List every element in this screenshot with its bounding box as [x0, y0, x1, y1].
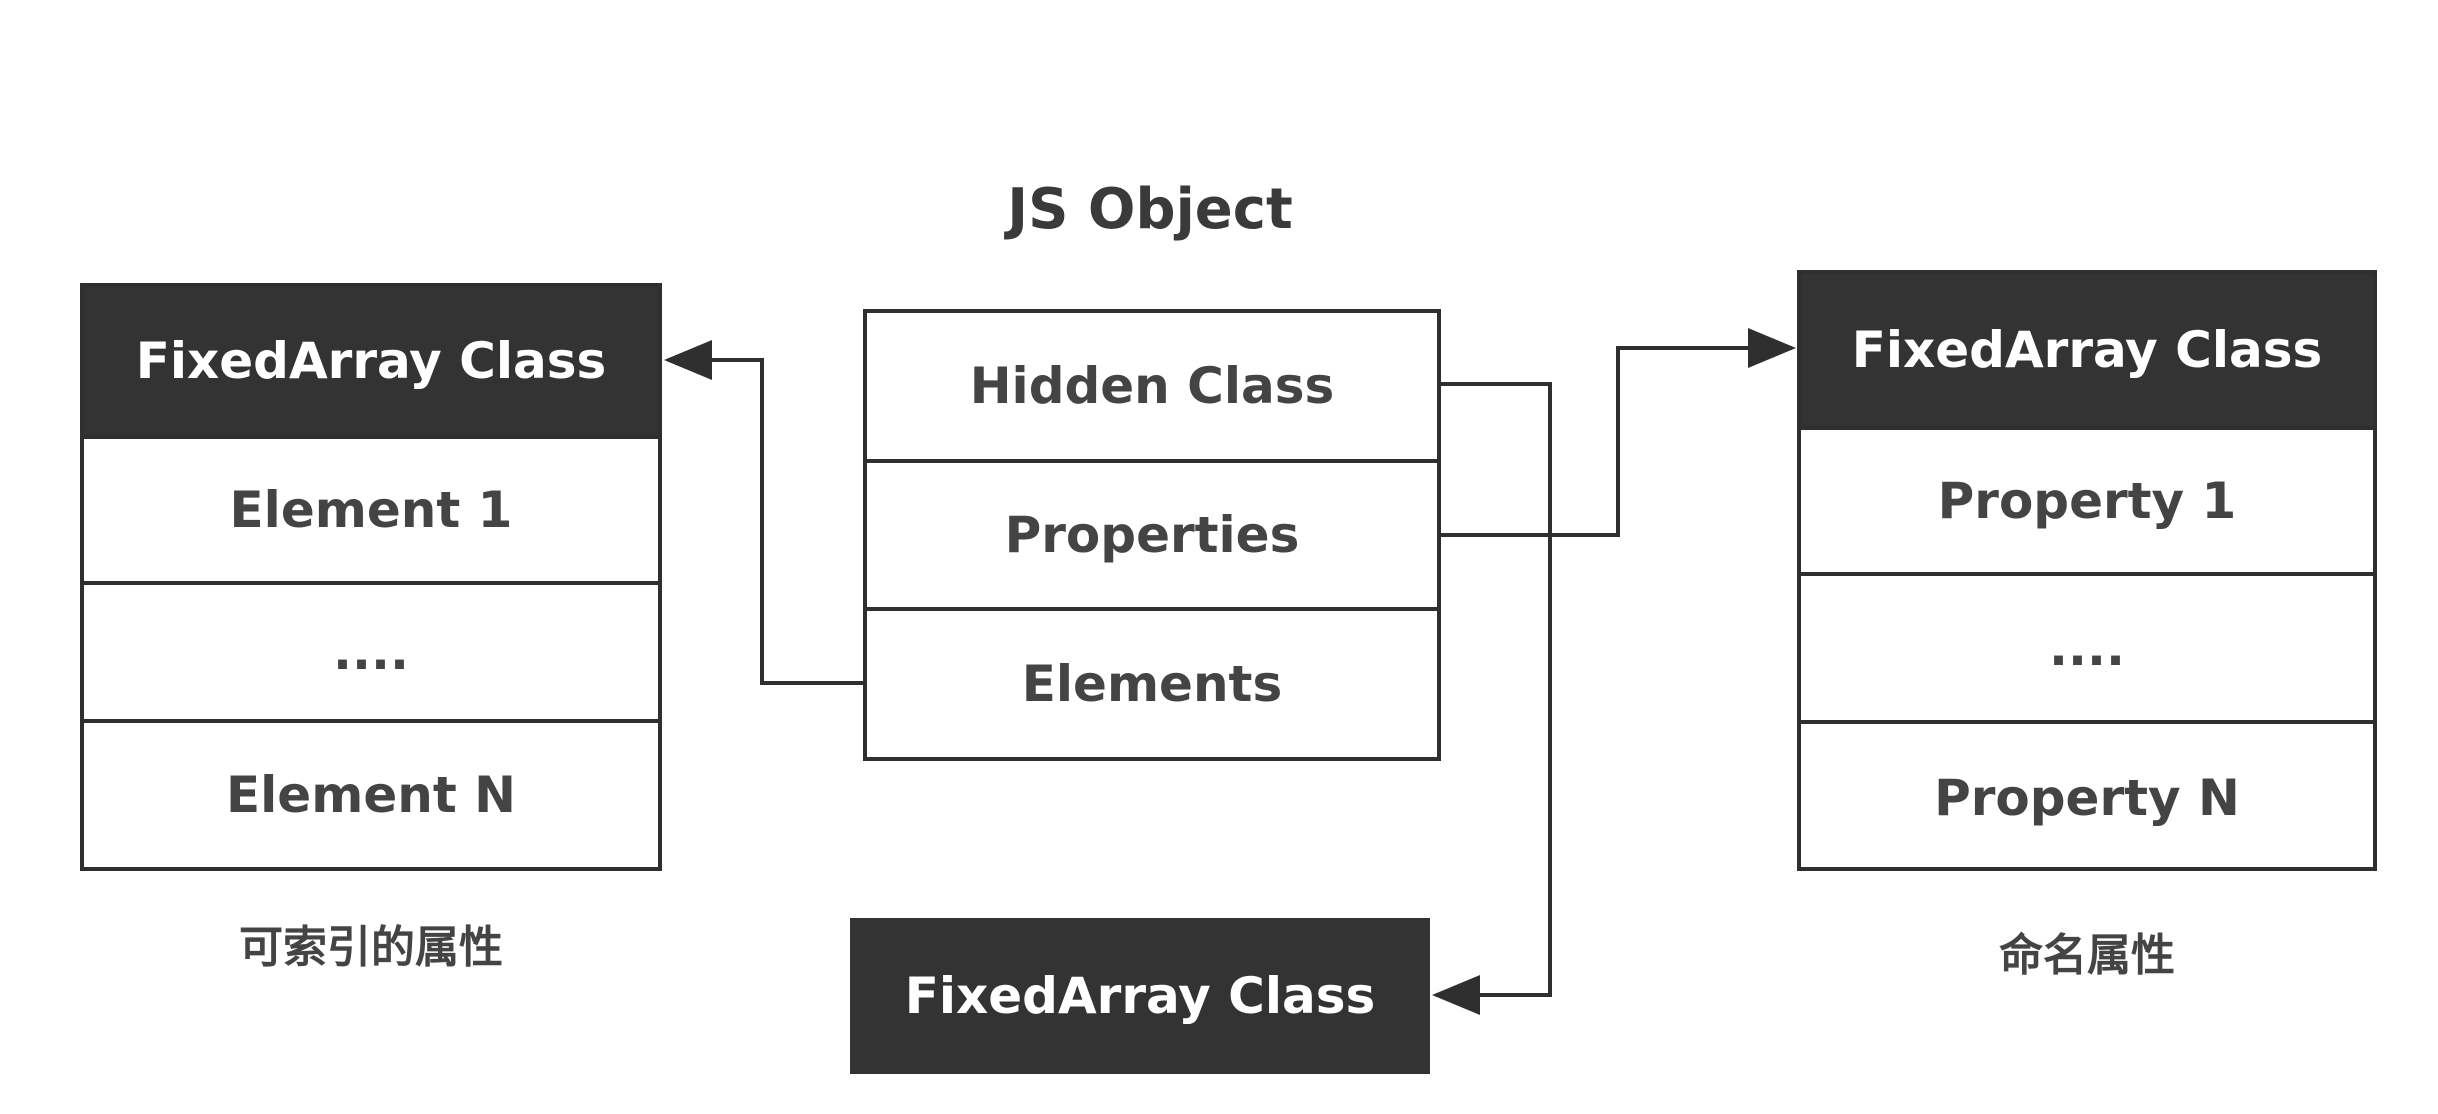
hidden-class-arrow [1432, 382, 1552, 1015]
elements-ellipsis-row: .... [84, 585, 658, 723]
diagram-title: JS Object [1007, 177, 1293, 242]
properties-caption: 命名属性 [1999, 930, 2175, 981]
elements-fixedarray-header: FixedArray Class [84, 287, 658, 439]
element-1-row: Element 1 [84, 439, 658, 585]
properties-fixedarray-header: FixedArray Class [1801, 274, 2373, 430]
property-n-row: Property N [1934, 768, 2240, 827]
properties-fixedarray: FixedArray Class Property 1 .... Propert… [1797, 270, 2377, 871]
properties-arrow [1441, 328, 1796, 537]
hidden-class-row: Hidden Class [867, 313, 1437, 463]
hidden-class-fixedarray: FixedArray Class [850, 918, 1430, 1074]
elements-row: Elements [1021, 655, 1283, 713]
element-n-row: Element N [226, 766, 516, 824]
property-1-row: Property 1 [1801, 430, 2373, 576]
elements-arrow [664, 340, 863, 685]
elements-fixedarray: FixedArray Class Element 1 .... Element … [80, 283, 662, 871]
properties-ellipsis-row: .... [1801, 576, 2373, 724]
elements-caption: 可索引的属性 [239, 922, 503, 973]
js-object-box: Hidden Class Properties Elements [863, 309, 1441, 761]
properties-row: Properties [867, 463, 1437, 611]
